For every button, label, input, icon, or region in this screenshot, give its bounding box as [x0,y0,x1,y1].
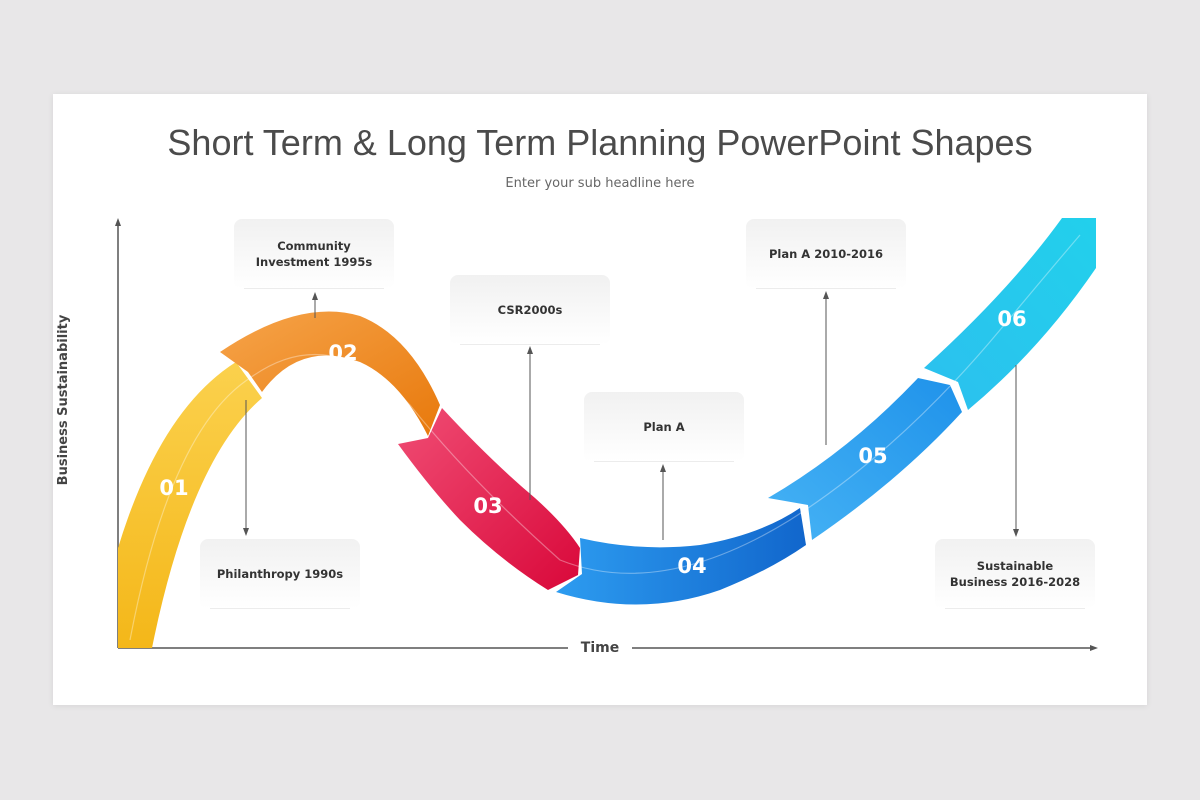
stage-06-number: 06 [997,307,1027,331]
stage-02-segment [220,311,440,436]
stage-02-label: Community Investment 1995s [234,219,394,289]
stage-03-label: CSR2000s [450,275,610,345]
stage-03-segment [398,408,580,590]
stage-01-label: Philanthropy 1990s [200,539,360,609]
stage-04-number: 04 [677,554,707,578]
stage-01-segment [118,362,262,648]
stage-05-segment [768,378,962,540]
y-axis-label: Business Sustainability [56,314,71,486]
x-axis-label: Time [580,640,620,656]
stage-05-number: 05 [858,444,888,468]
slide-subtitle: Enter your sub headline here [505,176,695,191]
stage-03-number: 03 [473,494,503,518]
stage-06-label: Sustainable Business 2016-2028 [935,539,1095,609]
stage-04-segment [556,508,806,605]
stage-04-label: Plan A [584,392,744,462]
slide-title: Short Term & Long Term Planning PowerPoi… [167,122,1033,163]
stage-02-number: 02 [328,341,358,365]
stage-01-number: 01 [159,476,189,500]
band-highlight [129,234,1081,641]
stage-06-segment [924,218,1096,410]
stage-05-label: Plan A 2010-2016 [746,219,906,289]
